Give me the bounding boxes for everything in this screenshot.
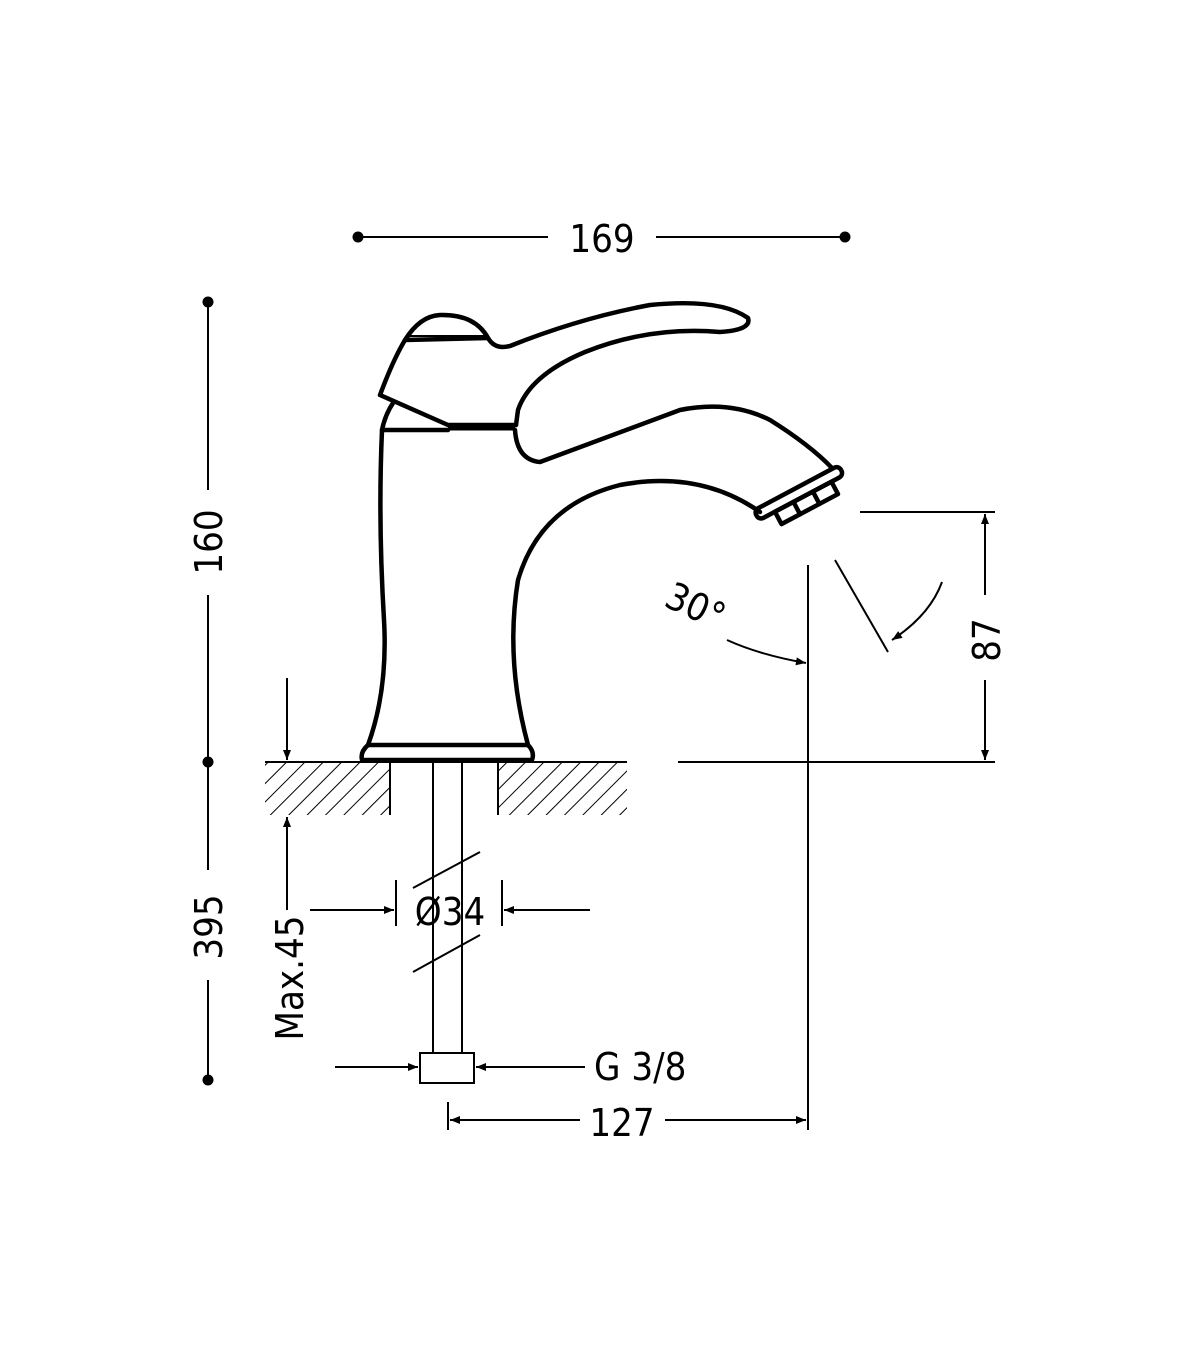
width-label: 169 <box>569 217 634 261</box>
spout-height-dimension: 87 <box>965 514 1009 760</box>
counter-thickness-dimension: Max.45 <box>268 678 312 1041</box>
faucet-outline <box>359 300 845 763</box>
hole-diameter-label: Ø34 <box>415 890 485 934</box>
thread-label: G 3/8 <box>594 1045 686 1089</box>
height-dimension: 160 395 <box>187 296 231 1086</box>
max-thickness-label: Max.45 <box>268 915 312 1040</box>
thread-dimension: G 3/8 <box>335 1045 686 1089</box>
reach-dimension: 127 <box>447 1101 806 1145</box>
height-label: 160 <box>187 509 231 574</box>
reach-label: 127 <box>589 1101 654 1145</box>
hose-length-label: 395 <box>187 894 231 959</box>
supply-hose <box>412 762 481 1084</box>
reference-lines <box>678 511 995 1130</box>
flow-angle-dimension: 30° <box>659 559 943 666</box>
flow-angle-label: 30° <box>659 573 733 638</box>
width-dimension: 169 <box>352 217 851 261</box>
hole-diameter-dimension: Ø34 <box>310 880 590 934</box>
spout-height-label: 87 <box>965 618 1009 662</box>
countertop-section <box>265 761 627 815</box>
